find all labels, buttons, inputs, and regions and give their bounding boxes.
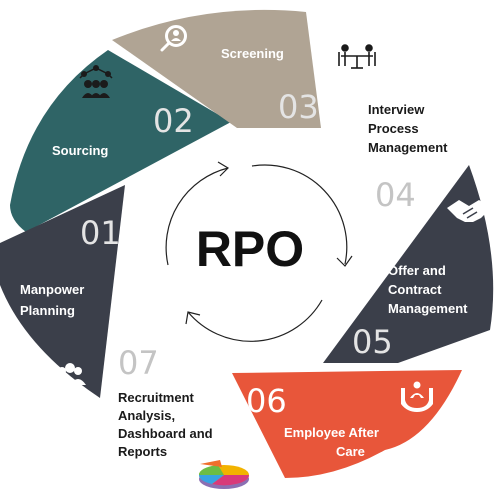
segment-screening-shape bbox=[112, 9, 321, 129]
step-07-number: 07 bbox=[118, 344, 159, 382]
step-04-label-line-1: Interview bbox=[368, 102, 425, 117]
step-05-label-line-1: Offer and bbox=[388, 263, 446, 278]
step-01-label-line-2: Planning bbox=[20, 303, 75, 318]
step-04-number: 04 bbox=[375, 176, 416, 214]
segment-employee-after-care: 06 Employee After Care bbox=[232, 370, 462, 478]
arrow-arc-right bbox=[251, 164, 348, 265]
pie-chart-icon bbox=[198, 460, 250, 489]
network-people-icon bbox=[79, 65, 113, 98]
step-06-number: 06 bbox=[246, 382, 287, 420]
step-07-label-line-1: Recruitment bbox=[118, 390, 195, 405]
search-person-icon bbox=[160, 25, 187, 52]
center-cycle-arrows bbox=[165, 161, 353, 342]
step-04-group: 04 Interview Process Management bbox=[338, 44, 448, 214]
interview-table-icon bbox=[338, 44, 376, 69]
arrow-head-bottom bbox=[185, 311, 201, 325]
step-07-label-line-3: Dashboard and bbox=[118, 426, 213, 441]
segment-offer-contract: 05 Offer and Contract Management bbox=[323, 165, 494, 363]
segment-offer-contract-shape bbox=[323, 165, 494, 363]
step-03-number: 03 bbox=[278, 88, 319, 126]
segment-sourcing: 02 Sourcing bbox=[10, 50, 231, 232]
step-01-number: 01 bbox=[80, 214, 121, 252]
step-01-label-line-1: Manpower bbox=[20, 282, 84, 297]
arrow-head-right bbox=[336, 255, 353, 267]
people-group-icon bbox=[54, 363, 86, 387]
step-06-label-line-2: Care bbox=[336, 444, 365, 459]
arrow-arc-bottom bbox=[187, 299, 323, 342]
care-hands-icon bbox=[401, 381, 433, 412]
step-06-label-line-1: Employee After bbox=[284, 425, 379, 440]
segment-screening: 03 Screening bbox=[112, 9, 321, 129]
center-title-rpo: RPO bbox=[196, 221, 304, 277]
segment-manpower-planning: 01 Manpower Planning bbox=[0, 185, 125, 398]
step-05-label-line-3: Management bbox=[388, 301, 468, 316]
step-07-label-line-4: Reports bbox=[118, 444, 167, 459]
step-03-label: Screening bbox=[221, 46, 284, 61]
handshake-icon bbox=[447, 200, 491, 222]
step-07-group: 07 Recruitment Analysis, Dashboard and R… bbox=[118, 344, 250, 489]
step-07-label-line-2: Analysis, bbox=[118, 408, 175, 423]
step-05-label-line-2: Contract bbox=[388, 282, 442, 297]
step-02-label: Sourcing bbox=[52, 143, 108, 158]
arrow-head-top bbox=[217, 161, 229, 177]
segment-manpower-planning-shape bbox=[0, 185, 125, 398]
arrow-arc-top bbox=[165, 167, 229, 266]
step-05-number: 05 bbox=[352, 323, 393, 361]
step-02-number: 02 bbox=[153, 102, 194, 140]
segment-sourcing-shape bbox=[10, 50, 231, 232]
step-04-label-line-3: Management bbox=[368, 140, 448, 155]
step-04-label-line-2: Process bbox=[368, 121, 419, 136]
